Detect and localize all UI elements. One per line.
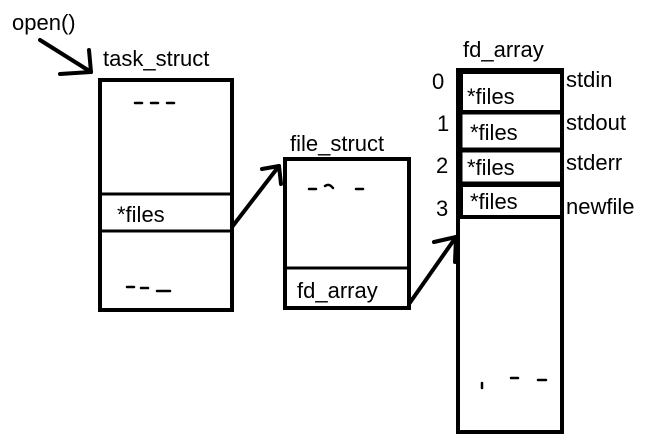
- fd-array-bottom-ellipsis: [480, 376, 548, 390]
- fd-entry-3: [459, 183, 564, 219]
- fd-index-1: 1: [437, 111, 449, 136]
- file-struct-top-ellipsis: [307, 183, 365, 191]
- fd-entry-1: [459, 111, 564, 151]
- task-struct-files-field: [98, 192, 234, 233]
- open-call-label: open(): [12, 10, 76, 35]
- fd-index-2: 2: [436, 153, 448, 178]
- fd-array-box: [456, 68, 564, 434]
- task-struct-title: task_struct: [103, 46, 209, 71]
- file-struct-fd-array-label: fd_array: [297, 278, 378, 303]
- fd-array-pointer-arrow-icon: [407, 235, 458, 306]
- fd-entry-1-name: stdout: [566, 110, 626, 135]
- fd-entry-0-name: stdin: [566, 67, 612, 92]
- files-pointer-arrow-icon: [230, 164, 283, 229]
- fd-array-title: fd_array: [463, 37, 544, 62]
- open-arrow-icon: [38, 38, 93, 76]
- fd-entry-1-value: *files: [470, 120, 518, 145]
- fd-index-0: 0: [432, 69, 444, 94]
- task-struct-files-label: *files: [117, 202, 165, 227]
- file-struct-fd-array-field: [283, 266, 411, 310]
- fd-index-3: 3: [436, 196, 448, 221]
- task-struct-bottom-ellipsis: [125, 285, 172, 293]
- fd-entry-2-name: stderr: [566, 150, 622, 175]
- file-struct-box: [283, 157, 411, 310]
- fd-entry-0-value: *files: [467, 84, 515, 109]
- fd-entry-3-value: *files: [470, 189, 518, 214]
- file-struct-title: file_struct: [290, 131, 384, 156]
- fd-entry-3-name: newfile: [566, 194, 634, 219]
- fd-entry-2-value: *files: [467, 155, 515, 180]
